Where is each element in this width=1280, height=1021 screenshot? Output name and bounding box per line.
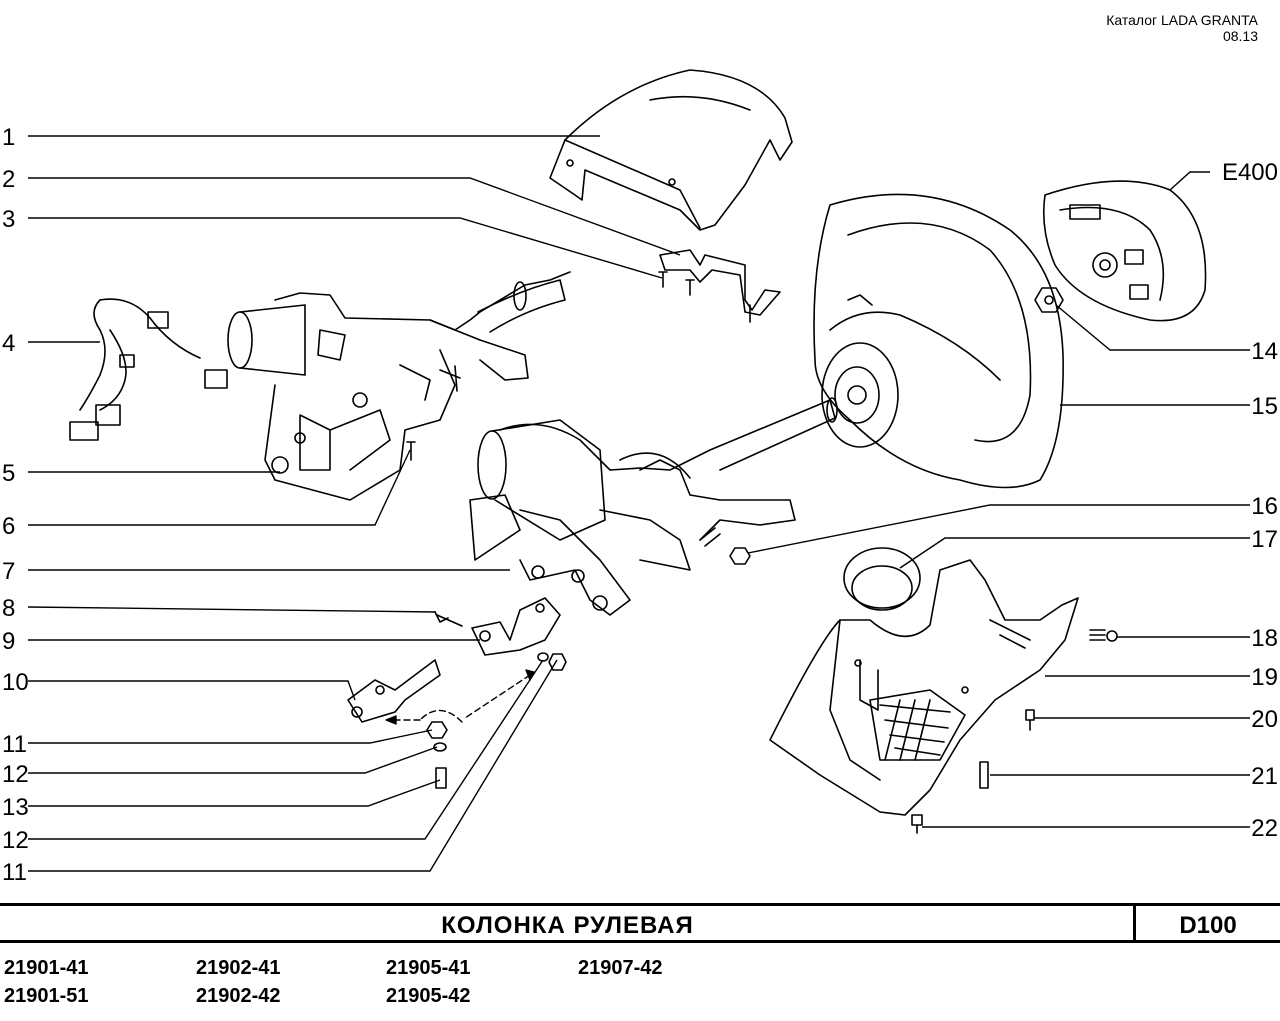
callout-13: 13 — [2, 794, 29, 821]
model-code: 21902-41 — [196, 957, 281, 979]
part-nut-right — [548, 653, 567, 671]
part-screw-21 — [979, 761, 989, 789]
callout-2: 2 — [2, 166, 15, 193]
callout-21: 21 — [1251, 763, 1278, 790]
title-bar: КОЛОНКА РУЛЕВАЯ D100 — [0, 903, 1280, 943]
catalog-title: Каталог LADA GRANTA — [1106, 12, 1258, 28]
callout-7: 7 — [2, 558, 15, 585]
part-contact-ring — [843, 547, 921, 611]
model-code: 21901-51 — [4, 985, 89, 1007]
callout-14: 14 — [1251, 338, 1278, 365]
model-code: 21902-42 — [196, 985, 281, 1007]
callout-4: 4 — [2, 330, 15, 357]
part-bolt-13 — [435, 767, 447, 789]
part-steering-column-lower — [469, 397, 838, 616]
part-wiring-harness — [69, 298, 228, 441]
title-divider — [1133, 906, 1136, 940]
callout-22: 22 — [1251, 815, 1278, 842]
model-code: 21901-41 — [4, 957, 89, 979]
callout-16: 16 — [1251, 493, 1278, 520]
callout-15: 15 — [1251, 393, 1278, 420]
model-code: 21905-42 — [386, 985, 471, 1007]
callout-6: 6 — [2, 513, 15, 540]
callouts-right: E400 14 15 16 17 18 19 20 21 22 — [1222, 159, 1278, 842]
part-nut-left — [426, 721, 448, 739]
part-screw-20 — [1025, 709, 1035, 731]
callout-3: 3 — [2, 206, 15, 233]
callout-11b: 11 — [2, 859, 27, 886]
part-steering-wheel — [813, 193, 1064, 489]
callouts-left: 1 2 3 4 5 6 7 8 9 10 11 12 13 12 11 — [2, 124, 29, 886]
catalog-header: Каталог LADA GRANTA 08.13 — [1106, 12, 1258, 44]
part-bolt-8 — [434, 611, 463, 627]
part-nut-16 — [729, 547, 751, 565]
assembly-arrow — [385, 669, 535, 725]
part-wheel-nut — [1034, 287, 1064, 313]
part-intermediate-shaft — [347, 659, 441, 723]
catalog-date: 08.13 — [1222, 28, 1258, 44]
section-code: D100 — [1179, 912, 1237, 939]
part-screw-22 — [911, 814, 923, 834]
callout-18: 18 — [1251, 625, 1278, 652]
callout-12a: 12 — [2, 761, 29, 788]
callout-1: 1 — [2, 124, 15, 151]
leader-lines — [27, 135, 1250, 872]
model-code: 21907-42 — [578, 957, 663, 979]
part-screw-18 — [1089, 629, 1118, 642]
part-bolt-6 — [406, 441, 416, 461]
exploded-diagram: 1 2 3 4 5 6 7 8 9 10 11 12 13 12 11 E400… — [2, 69, 1278, 886]
part-steering-column-upper — [227, 271, 571, 501]
callout-10: 10 — [2, 669, 29, 696]
callout-11a: 11 — [2, 731, 27, 758]
callout-20: 20 — [1251, 706, 1278, 733]
part-lower-shroud — [769, 559, 1079, 816]
callout-9: 9 — [2, 628, 15, 655]
callout-8: 8 — [2, 595, 15, 622]
part-universal-joint — [471, 597, 561, 656]
part-washer-left — [433, 742, 447, 752]
part-bracket — [659, 249, 781, 323]
part-upper-shroud — [549, 69, 793, 231]
callout-17: 17 — [1251, 526, 1278, 553]
model-code: 21905-41 — [386, 957, 471, 979]
part-airbag-module — [1042, 180, 1207, 322]
callout-5: 5 — [2, 460, 15, 487]
callout-19: 19 — [1251, 664, 1278, 691]
callout-12b: 12 — [2, 827, 29, 854]
part-bolts-3 — [658, 271, 695, 296]
callout-e400: E400 — [1222, 159, 1278, 186]
page-title: КОЛОНКА РУЛЕВАЯ — [441, 912, 694, 939]
part-washer-right — [537, 652, 549, 662]
